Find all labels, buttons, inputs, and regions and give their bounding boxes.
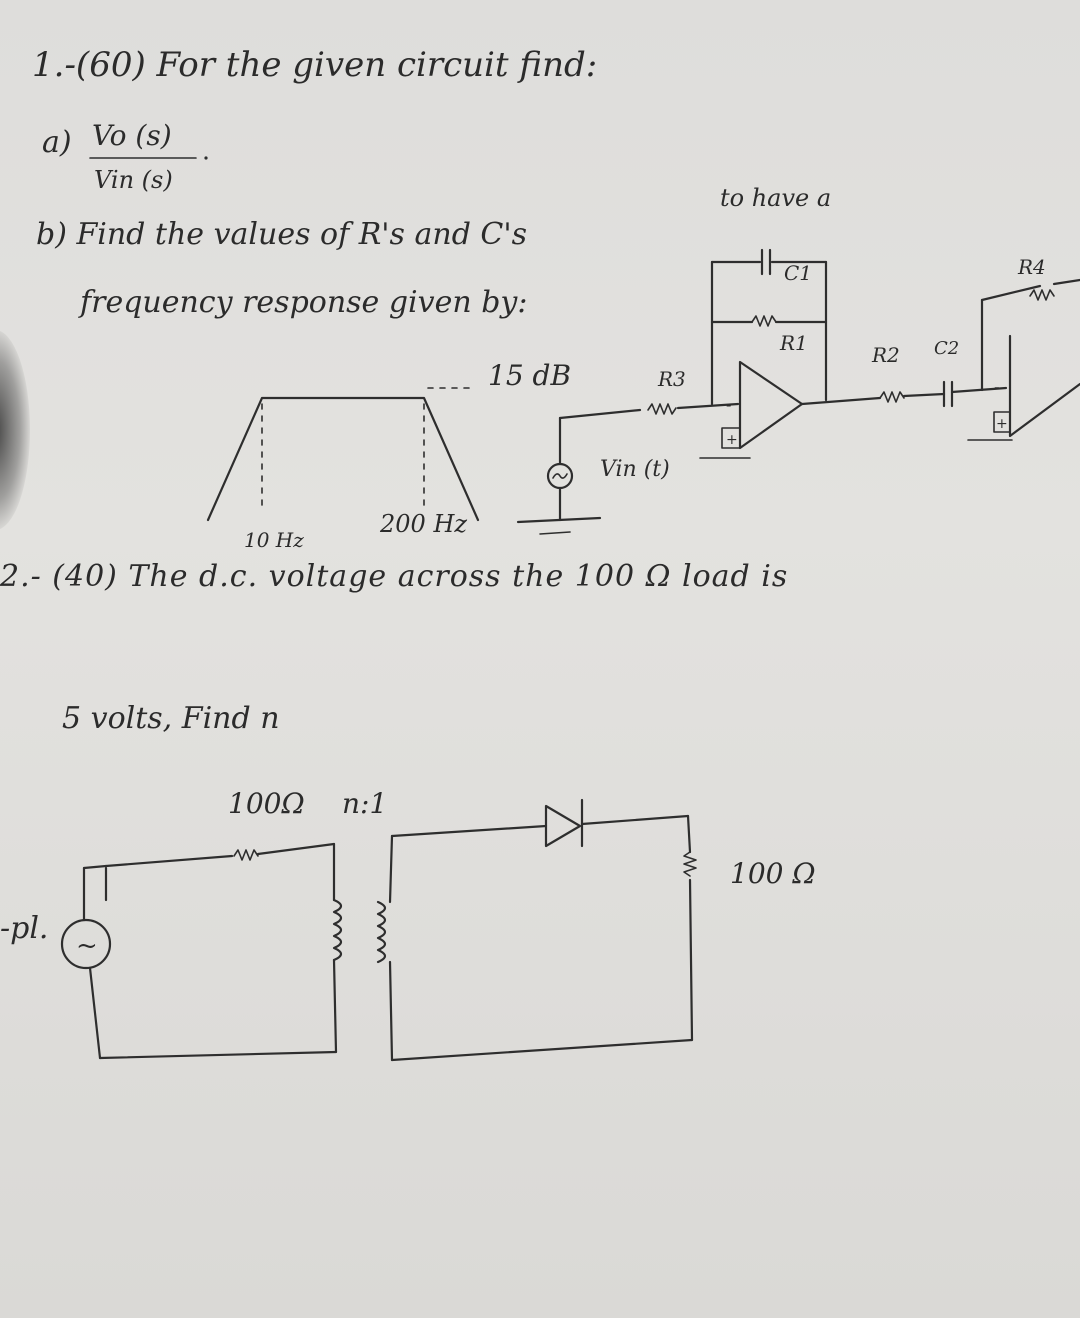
p2-top-wire-left: [104, 854, 234, 868]
secondary-coil-icon: [376, 900, 387, 964]
low-freq-label: 10 Hz: [244, 528, 304, 552]
wire-r3-to-opamp: [676, 402, 740, 410]
p2-resistor-label: 100Ω: [228, 787, 305, 820]
part-a-denominator: Vin (s): [94, 166, 173, 194]
p2-source-symbol: ~: [76, 931, 98, 961]
r3-label: R3: [657, 367, 686, 391]
r1-resistor: [751, 315, 777, 327]
p2-ratio-label: n:1: [342, 787, 388, 820]
diode-icon: [544, 804, 582, 848]
opamp2-minus: -: [994, 377, 999, 396]
primary-coil-icon: [332, 898, 343, 962]
part-b-line1: b) Find the values of R's and C's: [36, 217, 528, 252]
p2-primary-wire-bottom: [332, 958, 338, 1054]
opamp1-icon: [738, 360, 804, 450]
p2-load-wire-top: [686, 814, 692, 854]
r1-label: R1: [779, 331, 808, 355]
r4-top-wire: [980, 284, 1042, 302]
p2-load-wire-bottom: [688, 878, 694, 1042]
problem2-line1: 2.- (40) The d.c. voltage across the 100…: [0, 559, 789, 594]
problem2-circuit: ~: [60, 798, 697, 1062]
p2-resistor: [233, 849, 259, 861]
p2-secondary-wire-down: [388, 960, 394, 1062]
fraction-dot: [204, 156, 208, 160]
r2-label: R2: [871, 343, 900, 367]
p2-bottom-wire: [98, 1050, 338, 1060]
opamp1-minus: -: [726, 395, 731, 414]
opamp2-icon: [1008, 334, 1080, 438]
r3-resistor: [647, 403, 677, 415]
p2-wire-diode-to-load: [580, 814, 690, 826]
sine-icon: [552, 473, 568, 479]
vin-label: Vin (t): [600, 457, 670, 482]
wire-to-r3: [558, 408, 642, 420]
r2-to-c2-wire: [902, 392, 946, 398]
ground-mark: [539, 531, 571, 535]
p2-wire-to-diode: [390, 824, 548, 838]
opamp2-plus-box: [993, 411, 1011, 433]
ground-line: [516, 516, 602, 524]
c1-label: C1: [784, 261, 812, 285]
c2-to-opamp2-wire: [950, 386, 1008, 394]
problem1-header: 1.-(60) For the given circuit find:: [32, 45, 598, 85]
opamp1-plus: +: [726, 432, 738, 448]
p2-left-wire: [88, 966, 102, 1060]
margin-note: -pl.: [0, 911, 49, 946]
r2-resistor: [879, 391, 905, 403]
problem2-line2: 5 volts, Find n: [62, 701, 280, 736]
p2-load-label: 100 Ω: [730, 857, 816, 890]
problem1-circuit: Vin (t) R3 R1 C1 R2 C2 R4 + + - -: [516, 248, 1080, 535]
part-a-numerator: Vo (s): [92, 119, 172, 152]
p2-secondary-wire-up: [388, 834, 394, 904]
part-a-label: a): [42, 125, 72, 160]
r4-right-wire: [1052, 278, 1080, 286]
opamp1-output-wire: [800, 396, 882, 406]
gain-label: 15 dB: [488, 359, 572, 392]
p2-corner: [82, 864, 108, 870]
p2-top-wire-right: [256, 842, 336, 856]
opamp1-plus-box: [721, 427, 741, 449]
p2-secondary-bottom-wire: [390, 1038, 694, 1062]
response-curve: [206, 396, 480, 522]
p2-source-icon: [60, 918, 112, 970]
part-b-line1-right: to have a: [720, 184, 832, 212]
part-b-line2: frequency response given by:: [80, 285, 528, 320]
load-resistor: [683, 851, 697, 877]
c2-label: C2: [934, 338, 959, 359]
r4-label: R4: [1017, 255, 1046, 279]
opamp2-plus: +: [996, 416, 1008, 432]
high-freq-label: 200 Hz: [380, 510, 468, 538]
r4-resistor: [1029, 289, 1055, 301]
frequency-response-plot: [206, 387, 480, 522]
